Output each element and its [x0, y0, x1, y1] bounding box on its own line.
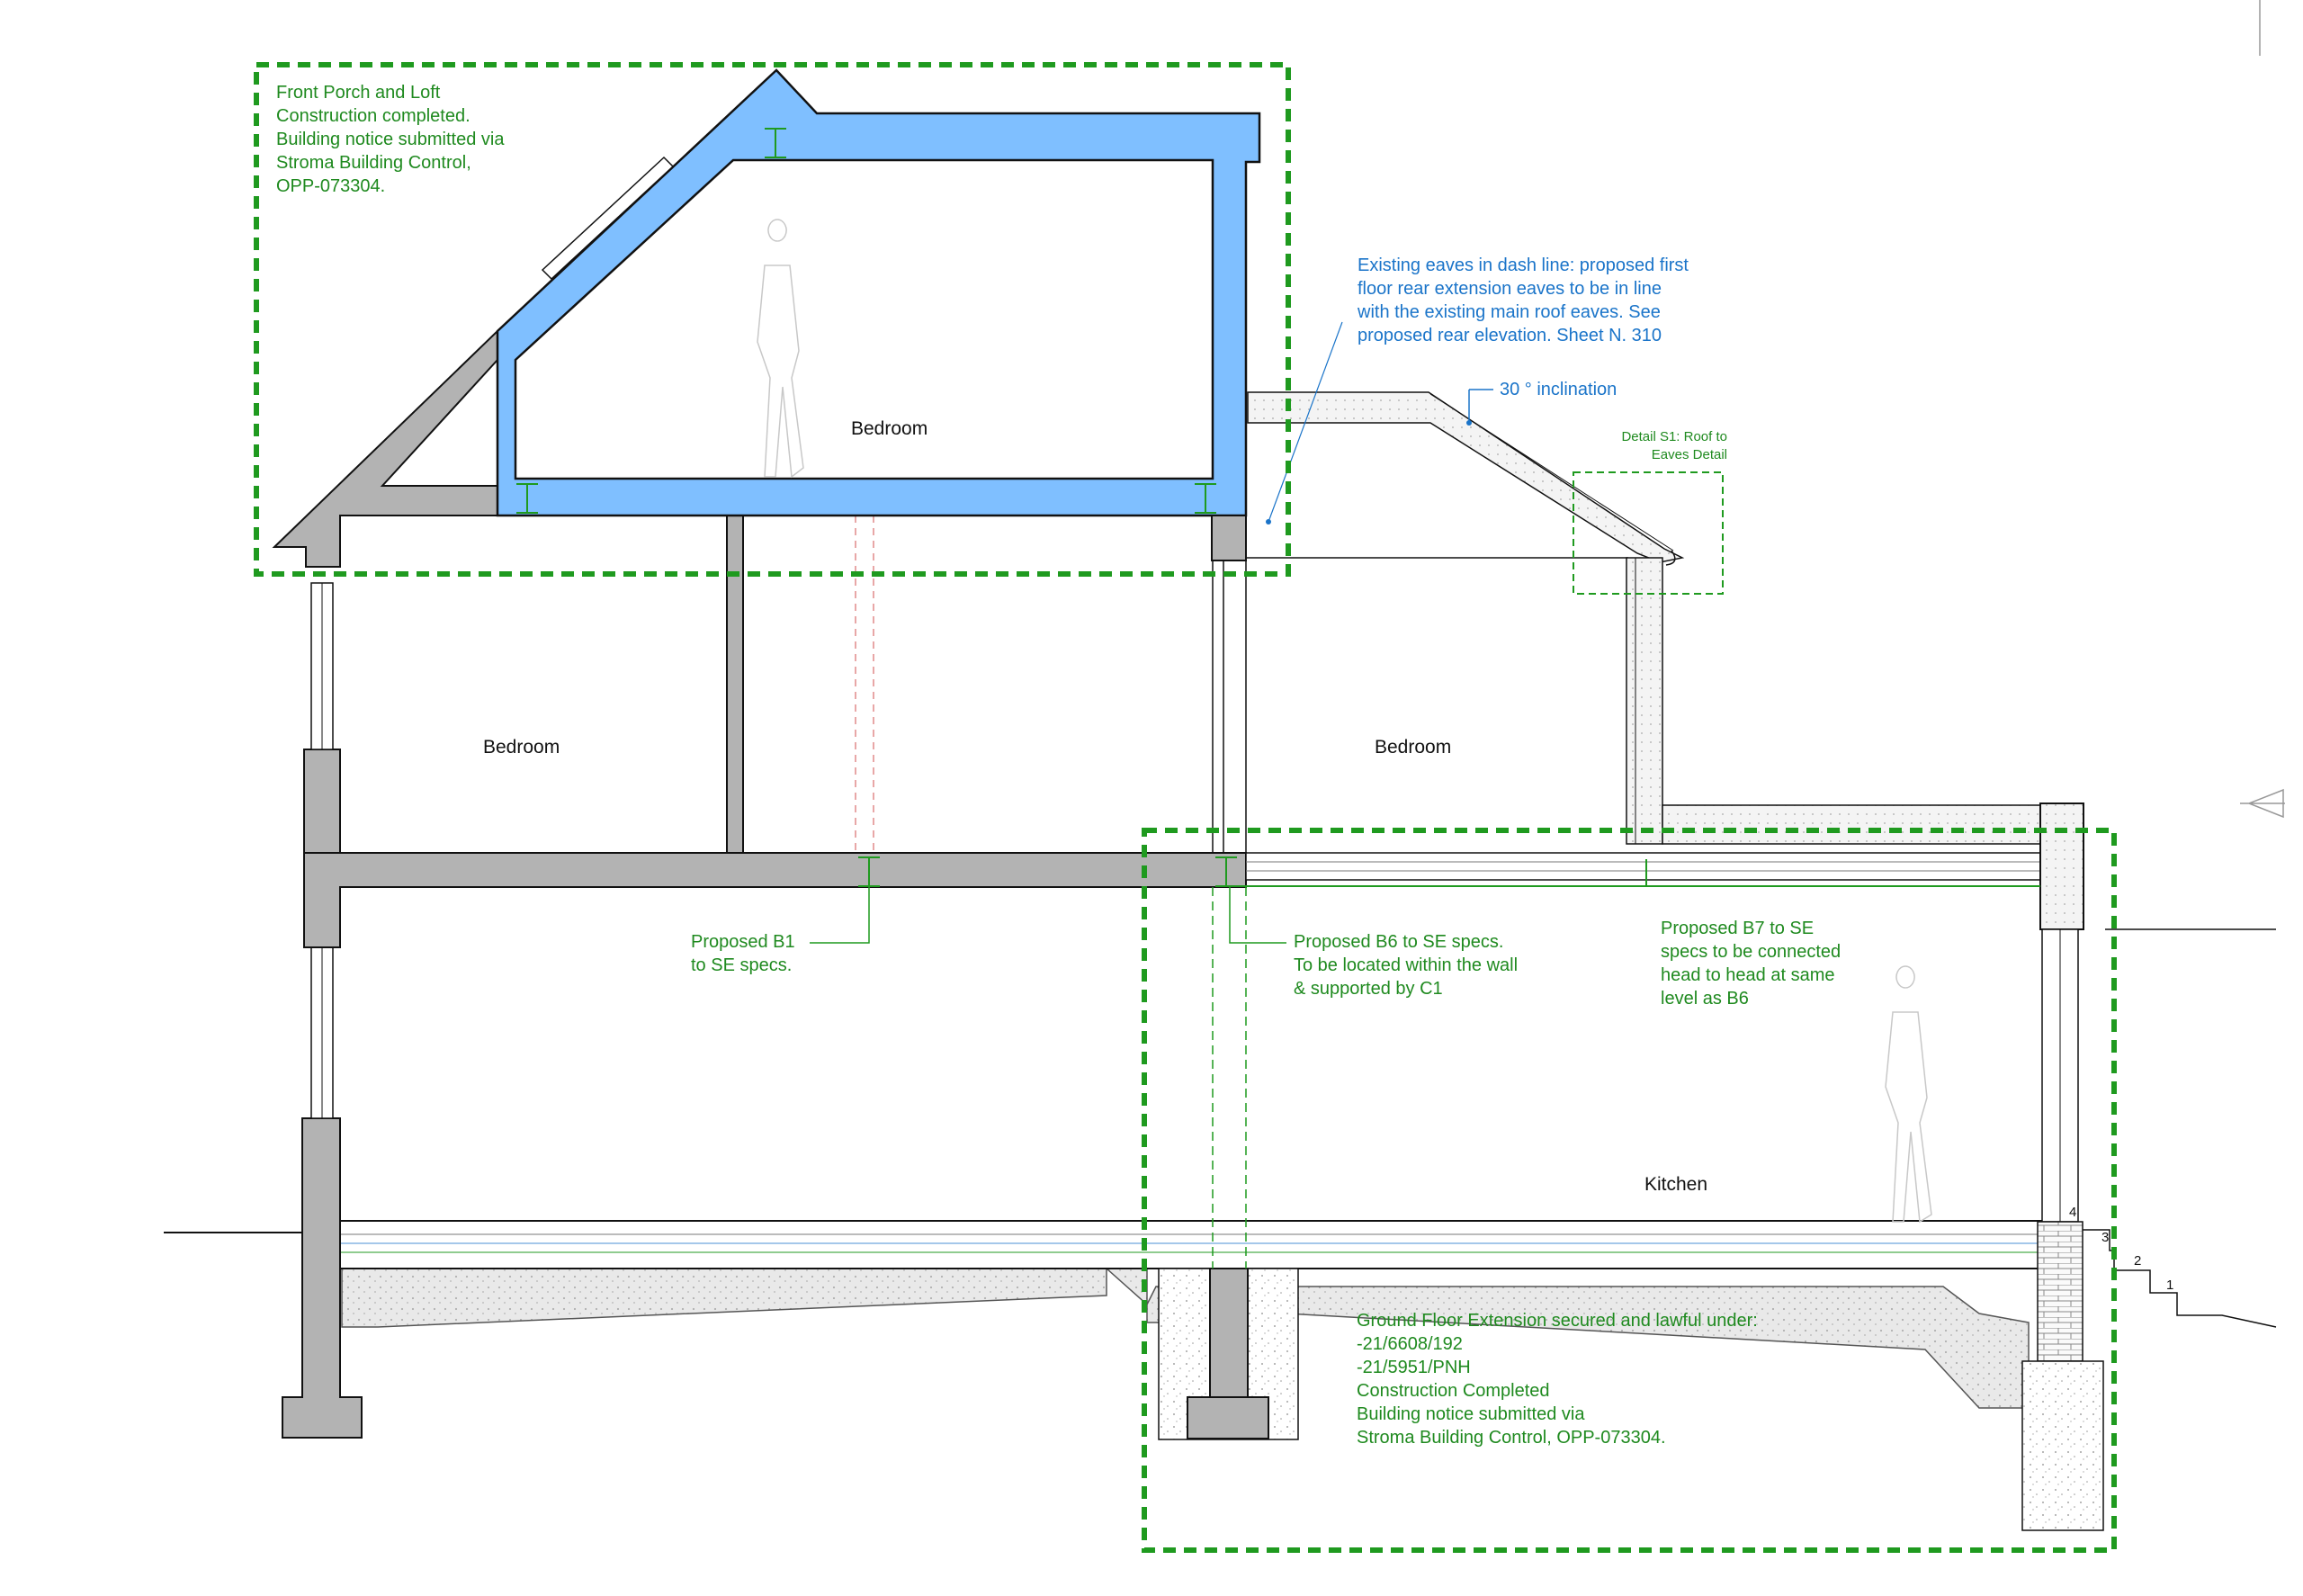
svg-text:& supported by C1: & supported by C1	[1294, 979, 1443, 999]
svg-text:level as B6: level as B6	[1661, 989, 1749, 1009]
svg-text:OPP-073304.: OPP-073304.	[276, 176, 385, 196]
svg-text:Proposed B6 to SE specs.: Proposed B6 to SE specs.	[1294, 932, 1503, 952]
note-b6: Proposed B6 to SE specs. To be located w…	[1294, 932, 1518, 999]
svg-text:Ground Floor Extension secured: Ground Floor Extension secured and lawfu…	[1357, 1311, 1758, 1331]
leader-eaves	[1268, 321, 1343, 523]
step-number: 3	[2101, 1230, 2109, 1245]
svg-text:specs to be connected: specs to be connected	[1661, 942, 1841, 962]
svg-text:Detail S1: Roof to: Detail S1: Roof to	[1621, 429, 1727, 444]
svg-text:Stroma Building Control,: Stroma Building Control,	[276, 153, 471, 173]
external-steps	[2083, 1229, 2277, 1328]
step-number: 2	[2134, 1253, 2141, 1269]
svg-text:Building notice submitted via: Building notice submitted via	[276, 130, 505, 149]
roof-tiles	[1429, 393, 1674, 551]
room-label-kitchen: Kitchen	[1644, 1174, 1707, 1195]
rear-roof	[1247, 391, 1685, 563]
rear-parapet	[2039, 802, 2084, 930]
svg-text:-21/6608/192: -21/6608/192	[1357, 1334, 1463, 1354]
ground-floor-slab	[339, 1220, 2050, 1269]
note-loft: Front Porch and Loft Construction comple…	[276, 83, 505, 196]
svg-text:proposed rear elevation. Sheet: proposed rear elevation. Sheet N. 310	[1358, 326, 1662, 345]
svg-text:Existing eaves in dash line: p: Existing eaves in dash line: proposed fi…	[1358, 256, 1689, 275]
human-figure-kitchen	[1885, 965, 1932, 1224]
step-number: 4	[2069, 1205, 2076, 1220]
svg-text:To be located within the wall: To be located within the wall	[1294, 955, 1518, 975]
central-footing	[1187, 1396, 1269, 1439]
svg-text:floor rear extension eaves to: floor rear extension eaves to be in line	[1358, 279, 1662, 299]
room-label-bedroom-right: Bedroom	[1375, 737, 1451, 758]
svg-text:Eaves Detail: Eaves Detail	[1652, 447, 1727, 462]
svg-text:Construction completed.: Construction completed.	[276, 106, 470, 126]
detail-s1-box[interactable]	[1573, 471, 1724, 595]
front-roof-rafter	[272, 328, 498, 568]
sub-base-left	[341, 1268, 1107, 1328]
svg-text:Stroma Building Control, OPP-0: Stroma Building Control, OPP-073304.	[1357, 1428, 1666, 1448]
note-inclination: 30 ° inclination	[1500, 380, 1617, 399]
room-label-loft-bedroom: Bedroom	[851, 418, 927, 439]
svg-text:Building notice submitted via: Building notice submitted via	[1357, 1404, 1585, 1424]
svg-text:with the existing main roof ea: with the existing main roof eaves. See	[1357, 302, 1661, 322]
leader-b6	[1229, 886, 1286, 944]
roof-window	[541, 156, 675, 281]
flat-roof	[1662, 804, 2041, 845]
note-ground-floor: Ground Floor Extension secured and lawfu…	[1357, 1311, 1758, 1448]
svg-text:Proposed B7 to SE: Proposed B7 to SE	[1661, 919, 1814, 938]
internal-wall	[726, 515, 744, 854]
loft-eaves-block	[1211, 515, 1247, 561]
front-wall	[282, 1117, 363, 1439]
svg-text:Proposed B1: Proposed B1	[691, 932, 795, 952]
rear-brick-wall	[2037, 1221, 2083, 1362]
svg-text:head to head at same: head to head at same	[1661, 965, 1834, 985]
room-label-bedroom-left: Bedroom	[483, 737, 560, 758]
gutter	[1665, 550, 1676, 566]
note-b1: Proposed B1 to SE specs.	[691, 932, 795, 975]
note-b7: Proposed B7 to SE specs to be connected …	[1661, 919, 1841, 1009]
svg-text:-21/5951/PNH: -21/5951/PNH	[1357, 1358, 1471, 1377]
step-number: 1	[2166, 1278, 2173, 1293]
rear-foundation	[2021, 1360, 2104, 1531]
svg-text:Front Porch and Loft: Front Porch and Loft	[276, 83, 441, 103]
section-marker-arrow	[2240, 788, 2285, 819]
ground-extension-zone-outline[interactable]	[1142, 828, 2117, 1553]
note-detail-s1: Detail S1: Roof to Eaves Detail	[1621, 429, 1727, 462]
loft-construction[interactable]	[496, 68, 1261, 517]
central-pier	[1209, 1268, 1249, 1398]
flat-roof-deck	[1245, 852, 2041, 881]
rear-extension-wall	[1626, 557, 1663, 845]
human-figure-loft	[757, 219, 804, 479]
svg-text:Construction Completed: Construction Completed	[1357, 1381, 1550, 1401]
svg-text:to SE specs.: to SE specs.	[691, 955, 792, 975]
loft-zone-outline[interactable]	[254, 62, 1291, 577]
leader-b1	[810, 886, 870, 944]
note-eaves: Existing eaves in dash line: proposed fi…	[1357, 256, 1689, 345]
loft-beam-symbols	[516, 128, 1216, 514]
